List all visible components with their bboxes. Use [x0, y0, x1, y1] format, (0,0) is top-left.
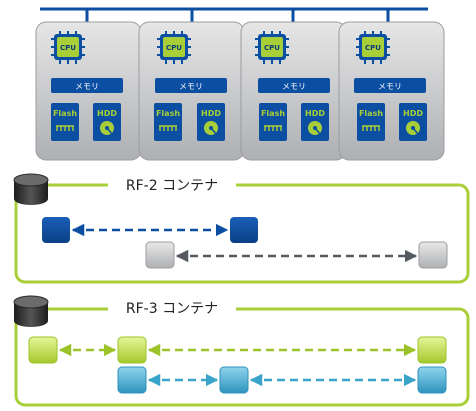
flash-storage-icon: Flash — [259, 103, 287, 141]
hdd-icon: HDD — [93, 103, 121, 141]
hdd-label: HDD — [305, 109, 325, 118]
hdd-label: HDD — [97, 109, 117, 118]
green-node-right — [417, 336, 447, 364]
hdd-icon: HDD — [301, 103, 329, 141]
hdd-icon: HDD — [197, 103, 225, 141]
cpu-chip-icon: CPU — [51, 31, 85, 64]
memory-label: メモリ — [75, 82, 99, 91]
flash-storage-icon: Flash — [357, 103, 385, 141]
memory-label: メモリ — [282, 82, 306, 91]
navy-node-left — [42, 217, 70, 243]
cpu-label: CPU — [60, 44, 76, 52]
flash-label: Flash — [261, 109, 285, 118]
server-node-4: CPU メモリ Flash HDD — [338, 21, 445, 161]
gray-node-left — [145, 241, 175, 269]
server-node-3: CPU メモリ Flash HDD — [240, 21, 347, 161]
rf2-container: RF-2 コンテナ — [13, 173, 470, 284]
memory-label: メモリ — [378, 82, 402, 91]
flash-label: Flash — [156, 109, 180, 118]
hdd-label: HDD — [403, 109, 423, 118]
flash-label: Flash — [53, 109, 77, 118]
rf3-container: RF-3 コンテナ — [13, 295, 470, 407]
cpu-label: CPU — [365, 44, 381, 52]
hdd-label: HDD — [201, 109, 221, 118]
rf3-container-label: RF-3 コンテナ — [126, 301, 218, 317]
cpu-label: CPU — [166, 44, 182, 52]
network-bus — [40, 7, 428, 22]
cpu-chip-icon: CPU — [356, 31, 390, 64]
cyan-node-left — [117, 366, 147, 394]
green-node-middle — [117, 336, 147, 364]
memory-bar — [258, 78, 330, 93]
rf2-container-label: RF-2 コンテナ — [126, 178, 218, 194]
server-node-1: CPU メモリ Flash HDD — [35, 21, 142, 161]
gray-node-right — [418, 241, 448, 269]
memory-label: メモリ — [179, 82, 203, 91]
memory-bar — [155, 78, 227, 93]
flash-label: Flash — [359, 109, 383, 118]
cpu-chip-icon: CPU — [255, 31, 289, 64]
cyan-node-middle — [219, 366, 249, 394]
database-cylinder-icon — [13, 295, 49, 327]
memory-bar — [354, 78, 426, 93]
memory-bar — [51, 78, 123, 93]
database-cylinder-icon — [13, 173, 49, 205]
cpu-chip-icon: CPU — [157, 31, 191, 64]
green-node-left — [28, 336, 58, 364]
hdd-icon: HDD — [399, 103, 427, 141]
flash-storage-icon: Flash — [51, 103, 79, 141]
cpu-label: CPU — [264, 44, 280, 52]
cyan-node-right — [417, 366, 447, 394]
flash-storage-icon: Flash — [154, 103, 182, 141]
server-node-2: CPU メモリ Flash HDD — [138, 21, 245, 161]
navy-node-right — [230, 217, 258, 243]
